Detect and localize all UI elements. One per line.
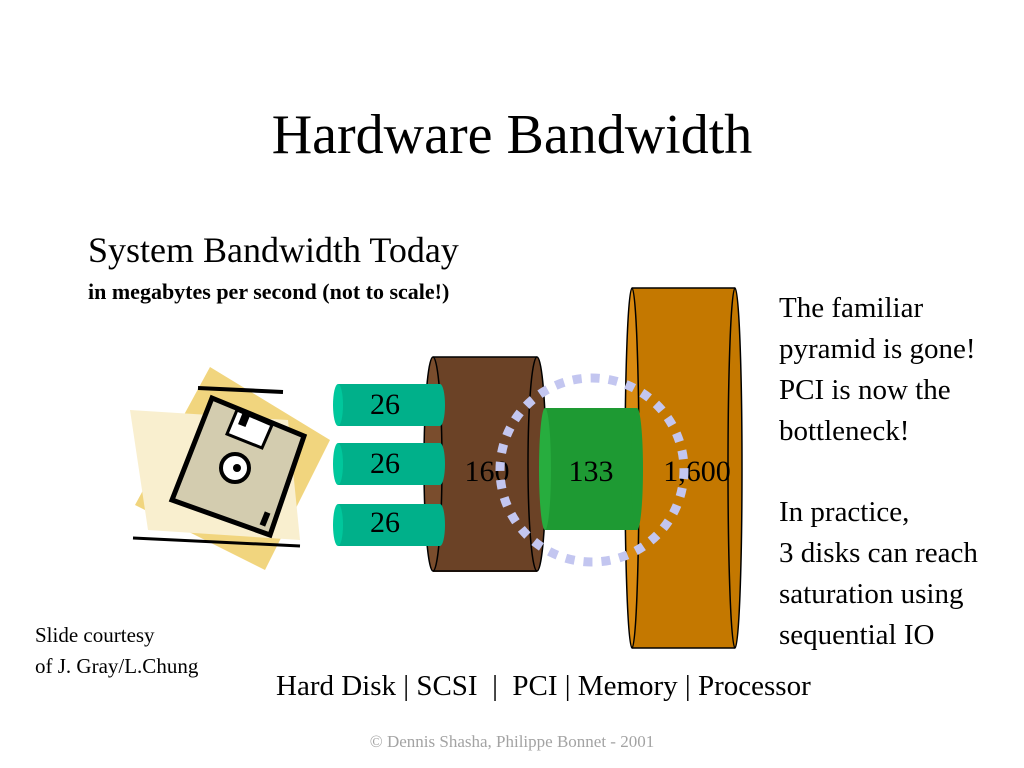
slide-title: Hardware Bandwidth xyxy=(271,104,753,166)
floppy-disk-icon xyxy=(130,367,330,570)
practice-line: saturation using xyxy=(779,578,964,610)
note-line: The familiar xyxy=(779,292,924,324)
disk-1-value: 26 xyxy=(370,388,400,421)
note-line: PCI is now the xyxy=(779,374,951,406)
pci-value: 133 xyxy=(569,455,614,488)
practice-line: sequential IO xyxy=(779,619,935,651)
scsi-cylinder xyxy=(423,356,547,572)
bottleneck-highlight-circle xyxy=(495,373,689,567)
disk-3-value: 26 xyxy=(370,506,400,539)
disk-2-value: 26 xyxy=(370,447,400,480)
practice-line: 3 disks can reach xyxy=(779,537,978,569)
note-line: pyramid is gone! xyxy=(779,333,976,365)
practice-note: In practice, 3 disks can reach saturatio… xyxy=(779,492,1024,656)
courtesy-line: Slide courtesy xyxy=(35,623,155,647)
disk-pipe-1 xyxy=(333,384,445,426)
component-legend: Hard Disk | SCSI | PCI | Memory | Proces… xyxy=(276,670,811,702)
courtesy-line: of J. Gray/L.Chung xyxy=(35,654,199,678)
copyright-footer: © Dennis Shasha, Philippe Bonnet - 2001 xyxy=(369,732,655,751)
diagram-units-note: in megabytes per second (not to scale!) xyxy=(88,279,450,304)
disk-pipe-3 xyxy=(333,504,445,546)
slide-courtesy: Slide courtesy of J. Gray/L.Chung xyxy=(35,620,198,682)
bottleneck-note: The familiar pyramid is gone! PCI is now… xyxy=(779,288,1024,452)
practice-line: In practice, xyxy=(779,496,910,528)
disk-pipe-2 xyxy=(333,443,445,485)
diagram-heading: System Bandwidth Today xyxy=(88,230,459,270)
pci-cylinder xyxy=(539,408,643,530)
note-line: bottleneck! xyxy=(779,415,910,447)
memory-cylinder xyxy=(624,287,743,649)
memory-value: 1,600 xyxy=(663,455,731,488)
